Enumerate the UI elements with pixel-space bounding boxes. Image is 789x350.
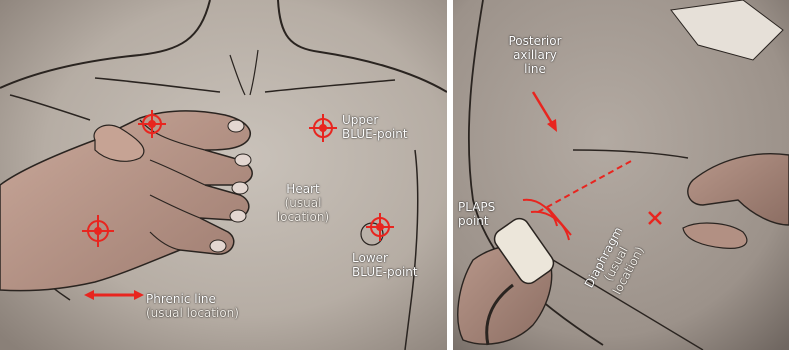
- lower-blue-point-label: Lower BLUE-point: [352, 251, 418, 279]
- left-panel-chest-illustration: Upper BLUE-point Heart (usual location) …: [0, 0, 447, 350]
- right-panel-lateral-chest-illustration: Posterior axillary line PLAPS point Diap…: [453, 0, 789, 350]
- phrenic-line-label: Phrenic line (usual location): [146, 292, 239, 320]
- upper-blue-point-label: Upper BLUE-point: [342, 113, 408, 141]
- plaps-point-label: PLAPS point: [458, 200, 495, 228]
- heart-label: Heart (usual location): [268, 182, 338, 224]
- heart-subtitle: (usual location): [268, 196, 338, 224]
- heart-title: Heart: [268, 182, 338, 196]
- phrenic-line-subtitle: (usual location): [146, 306, 239, 320]
- phrenic-line-title: Phrenic line: [146, 292, 239, 306]
- posterior-axillary-line-label: Posterior axillary line: [495, 34, 575, 76]
